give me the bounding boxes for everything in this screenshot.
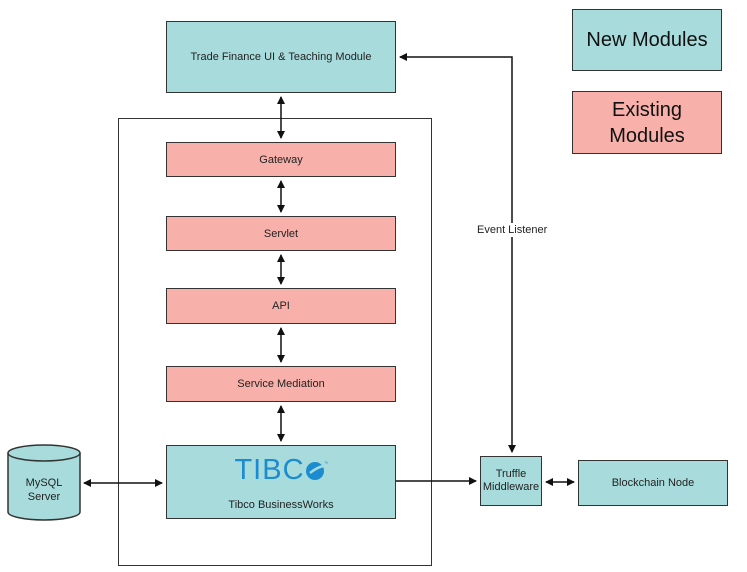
service-mediation-label: Service Mediation [237,378,325,390]
legend-existing-label-1: Existing [611,98,683,121]
tibco-logo: TIBC ™ [234,454,327,487]
event-listener-label: Event Listener [475,223,550,237]
truffle-label-1: Truffle [495,468,527,480]
mysql-server-node [7,444,81,521]
servlet-node: Servlet [166,216,396,251]
legend-existing-label-2: Modules [609,124,685,147]
tibco-businessworks-label: Tibco BusinessWorks [228,498,334,511]
legend-new-label: New Modules [586,29,708,51]
svg-text:™: ™ [324,461,328,467]
mysql-label-1: MySQL [25,477,63,489]
api-node: API [166,288,396,324]
gateway-node: Gateway [166,142,396,177]
tibco-logo-text: TIBC [234,453,305,486]
tibco-logo-mark-icon: ™ [305,461,328,480]
trade-finance-ui-node: Trade Finance UI & Teaching Module [166,21,396,93]
legend-existing-modules: Existing Modules [572,91,722,154]
api-label: API [272,300,290,312]
truffle-middleware-node: Truffle Middleware [480,456,542,506]
tibco-businessworks-node: TIBC ™ Tibco BusinessWorks [166,445,396,519]
servlet-label: Servlet [263,227,299,240]
trade-finance-ui-label: Trade Finance UI & Teaching Module [190,51,372,63]
truffle-label-2: Middleware [482,481,540,493]
blockchain-label: Blockchain Node [611,477,695,489]
blockchain-node: Blockchain Node [578,460,728,506]
mysql-label-2: Server [27,491,61,503]
service-mediation-node: Service Mediation [166,366,396,402]
mysql-server-label: MySQL Server [8,476,80,504]
gateway-label: Gateway [259,153,303,166]
arrow-event-listener [399,53,516,453]
legend-new-modules: New Modules [572,9,722,71]
